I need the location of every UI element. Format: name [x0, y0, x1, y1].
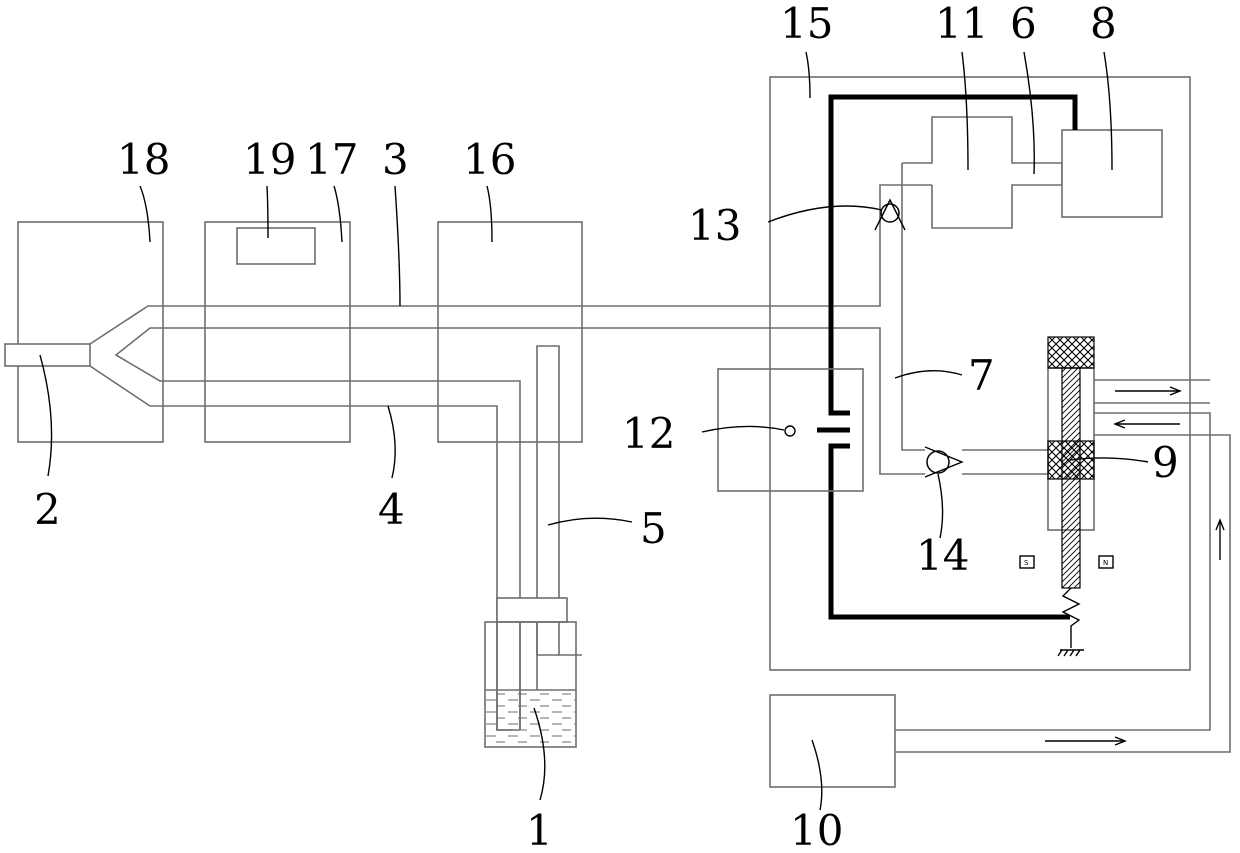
leader-14 — [938, 474, 943, 538]
bold-circuit-upper — [831, 97, 1075, 413]
leader-3 — [395, 186, 400, 306]
label-1: 1 — [526, 806, 553, 853]
module-16-box — [438, 222, 582, 442]
leader-15 — [806, 52, 810, 98]
channel-7 — [902, 163, 925, 450]
magnet-south-label: S — [1024, 559, 1029, 567]
leader-12 — [702, 426, 784, 432]
tube-2-stub — [5, 344, 90, 366]
actuator-cap-top — [1048, 337, 1094, 368]
flow-arrow-bottom-right — [1045, 737, 1125, 745]
ground-symbol — [1058, 650, 1084, 656]
flow-arrow-left-mid — [1115, 420, 1180, 428]
label-7: 7 — [968, 351, 995, 400]
label-13: 13 — [688, 201, 741, 250]
module-18-box — [18, 222, 163, 442]
label-3: 3 — [382, 135, 409, 184]
reservoir-cap — [497, 598, 567, 622]
flow-arrow-up-right — [1216, 520, 1224, 560]
pump-10-box — [770, 695, 895, 787]
leader-6 — [1024, 52, 1034, 174]
label-4: 4 — [378, 485, 405, 534]
label-5: 5 — [640, 504, 667, 553]
label-11: 11 — [935, 0, 988, 48]
label-9: 9 — [1152, 438, 1179, 487]
leader-11 — [962, 52, 968, 170]
label-14: 14 — [916, 531, 969, 580]
reservoir-liquid — [486, 690, 575, 746]
electrode-12-dot — [785, 426, 795, 436]
check-valve-14-ball — [927, 451, 949, 473]
leader-13 — [768, 206, 882, 222]
label-17: 17 — [305, 135, 358, 184]
display-19-box — [237, 228, 315, 264]
leader-7 — [895, 371, 962, 378]
label-18: 18 — [117, 135, 170, 184]
label-2: 2 — [34, 485, 61, 534]
label-12: 12 — [622, 409, 675, 458]
flow-arrow-right-top — [1115, 387, 1180, 395]
label-8: 8 — [1090, 0, 1117, 48]
label-10: 10 — [790, 806, 843, 853]
label-6: 6 — [1010, 0, 1037, 48]
module-11-outline — [902, 117, 1062, 228]
label-16: 16 — [463, 135, 516, 184]
label-15: 15 — [780, 0, 833, 48]
leader-4 — [388, 406, 395, 478]
label-19: 19 — [243, 135, 296, 184]
magnet-north-label: N — [1103, 559, 1108, 567]
leader-5 — [548, 518, 632, 525]
